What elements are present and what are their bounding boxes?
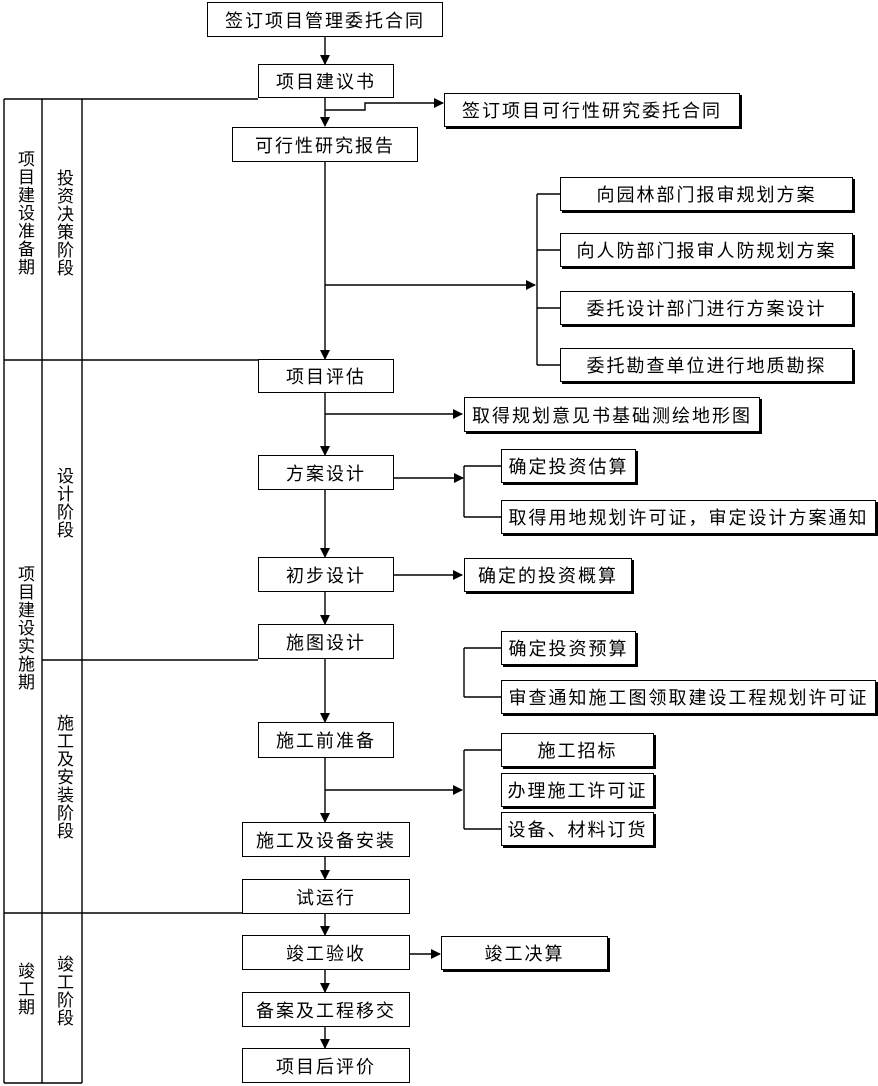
period-label-implementation: 项目建设实施期 [14,565,34,691]
side-box-investment-estimate: 确定投资估算 [501,449,636,483]
side-box-geological-survey: 委托勘查单位进行地质勘探 [560,348,853,382]
side-box-materials-order: 设备、材料订货 [501,812,654,846]
flow-box-project-evaluation: 项目评估 [258,359,394,393]
flow-box-scheme-design: 方案设计 [258,455,394,490]
flow-box-record-handover: 备案及工程移交 [242,992,410,1027]
flow-box-trial-run: 试运行 [242,879,410,914]
flow-box-construction-drawing-design: 施图设计 [258,624,394,659]
side-box-civil-defense-plan: 向人防部门报审人防规划方案 [560,233,853,267]
side-box-feasibility-contract: 签订项目可行性研究委托合同 [444,93,740,127]
flow-box-sign-management-contract: 签订项目管理委托合同 [207,2,443,37]
side-box-investment-outline: 确定的投资概算 [464,558,632,592]
side-box-construction-permit: 办理施工许可证 [501,773,654,807]
period-label-preparation: 项目建设准备期 [14,150,34,276]
side-box-final-accounts: 竣工决算 [441,936,608,970]
flow-box-feasibility-report: 可行性研究报告 [232,127,418,162]
flow-box-construction-preparation: 施工前准备 [258,722,394,758]
flow-box-completion-acceptance: 竣工验收 [242,935,410,970]
side-box-construction-tender: 施工招标 [501,733,654,767]
flow-box-post-evaluation: 项目后评价 [242,1048,410,1083]
stage-label-design: 设计阶段 [53,467,73,539]
stage-label-construction-installation: 施工及安装阶段 [53,714,73,840]
stage-label-investment-decision: 投资决策阶段 [53,169,73,277]
side-box-garden-plan: 向园林部门报审规划方案 [560,177,853,211]
stage-label-completion: 竣工阶段 [53,955,73,1027]
side-box-investment-budget: 确定投资预算 [501,631,636,665]
side-box-construction-permit-review: 审查通知施工图领取建设工程规划许可证 [501,680,876,714]
flow-box-preliminary-design: 初步设计 [258,557,394,592]
side-box-planning-opinion: 取得规划意见书基础测绘地形图 [464,397,760,432]
period-label-completion: 竣工期 [14,962,34,1016]
side-box-land-permit: 取得用地规划许可证，审定设计方案通知 [501,500,876,534]
flow-box-construction-installation: 施工及设备安装 [242,822,410,857]
side-box-design-dept: 委托设计部门进行方案设计 [560,291,853,325]
flow-box-project-proposal: 项目建议书 [258,64,394,98]
